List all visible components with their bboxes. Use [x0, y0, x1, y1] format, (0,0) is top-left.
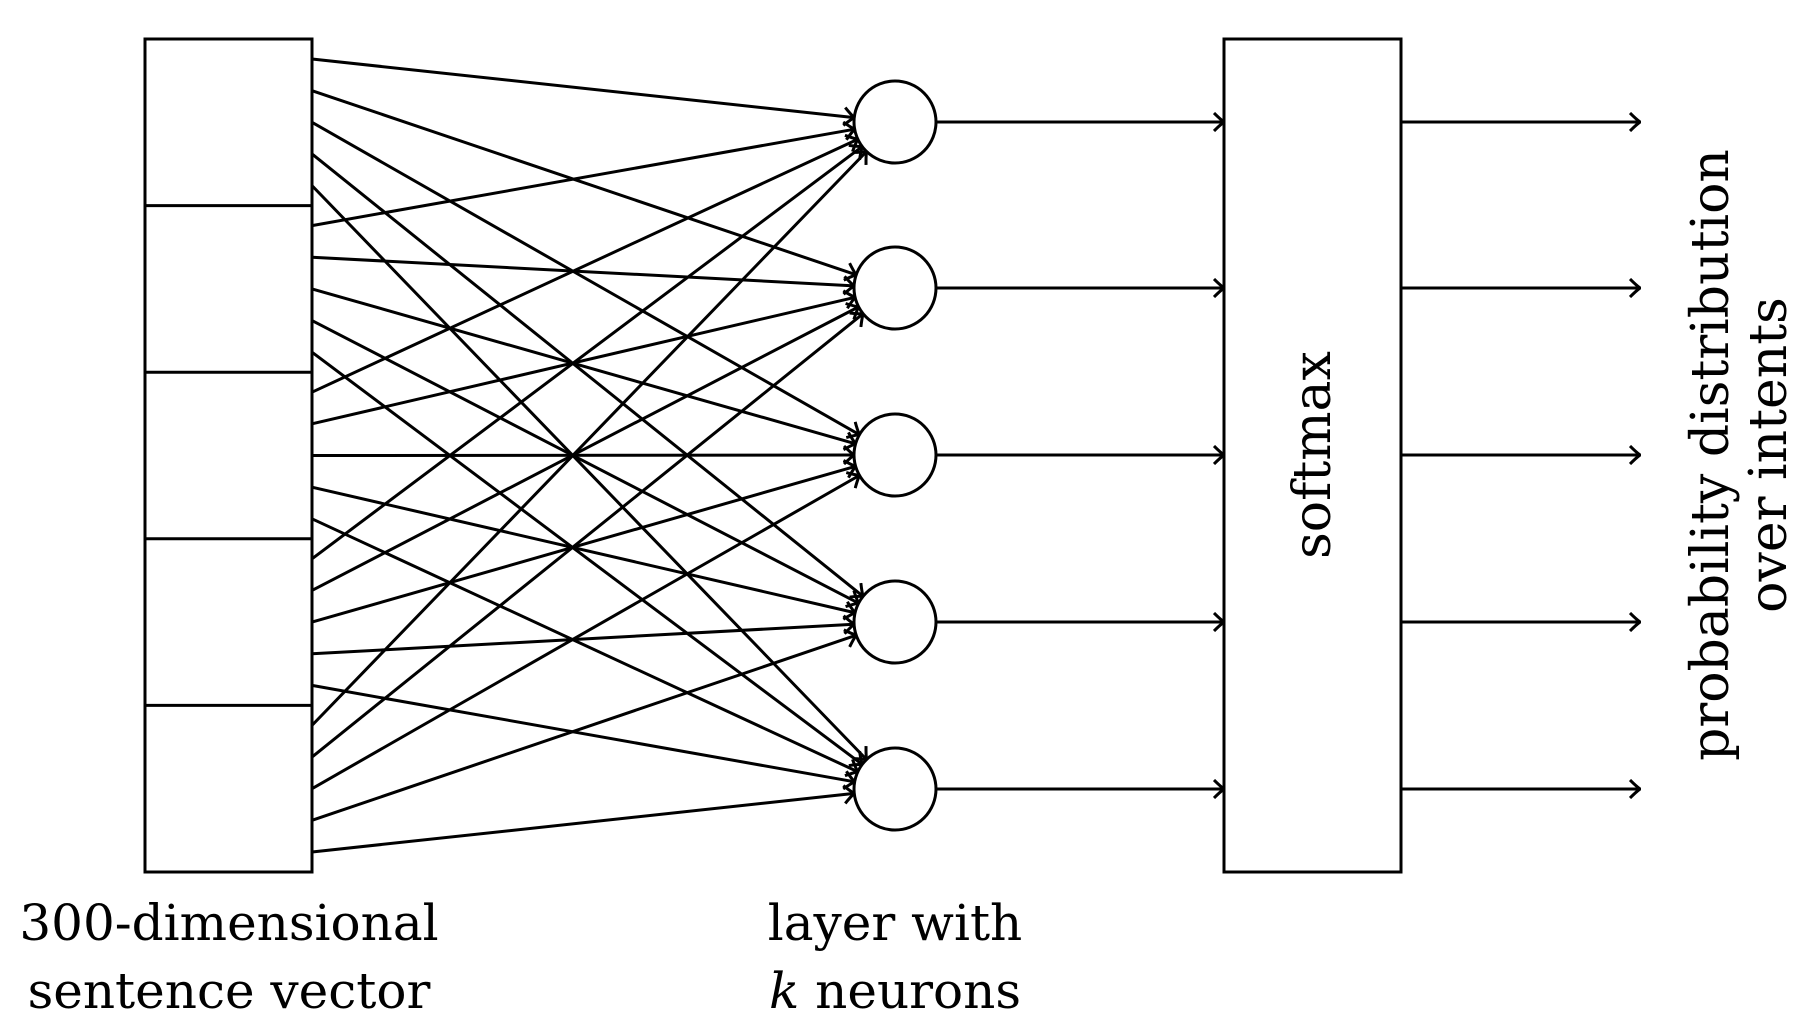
neuron-node	[852, 579, 938, 665]
connection-edge	[311, 89, 856, 275]
neuron-node	[852, 79, 938, 165]
input-vector-box	[143, 37, 314, 874]
output-label-line2: over intents	[1739, 297, 1795, 613]
output-label-line1: probability distribution	[1681, 149, 1741, 761]
connection-edge	[311, 485, 855, 613]
connection-edge	[311, 475, 859, 791]
connection-edge	[311, 517, 858, 772]
neuron-node	[852, 245, 938, 331]
input-to-hidden-connections	[310, 57, 867, 854]
hidden-label-k: k	[769, 962, 799, 1020]
connection-edge	[311, 139, 858, 394]
connection-edge	[311, 683, 855, 781]
connection-edge	[311, 624, 854, 656]
input-cell-dividers	[145, 204, 312, 707]
connection-edge	[311, 351, 862, 764]
input-label-line2: sentence vector	[28, 962, 431, 1020]
connection-edge	[311, 147, 862, 560]
neuron-node	[852, 746, 938, 832]
connection-edge	[311, 297, 855, 426]
connection-edge	[311, 152, 863, 596]
connection-edge	[311, 466, 856, 624]
softmax-label: softmax	[1283, 351, 1343, 559]
output-arrows	[1401, 122, 1640, 789]
connection-edge	[311, 793, 854, 854]
connection-edge	[311, 129, 855, 228]
connection-edge	[311, 255, 854, 286]
connection-edge	[310, 151, 867, 727]
connection-edge	[311, 287, 856, 444]
input-label-line1: 300-dimensional	[19, 894, 438, 952]
hidden-label-neurons: neurons	[799, 962, 1021, 1020]
connection-edge	[311, 314, 863, 759]
hidden-layer-neurons	[852, 79, 938, 832]
neuron-node	[852, 412, 938, 498]
hidden-label-line2: k neurons	[769, 962, 1021, 1020]
connection-edge	[311, 307, 859, 592]
connection-edge	[311, 635, 856, 822]
hidden-to-softmax-connections	[936, 122, 1224, 789]
connection-edge	[311, 120, 859, 434]
softmax-box	[1222, 37, 1403, 874]
hidden-label-line1: layer with	[768, 894, 1023, 952]
connection-edge	[311, 319, 859, 604]
connection-edge	[311, 57, 854, 118]
